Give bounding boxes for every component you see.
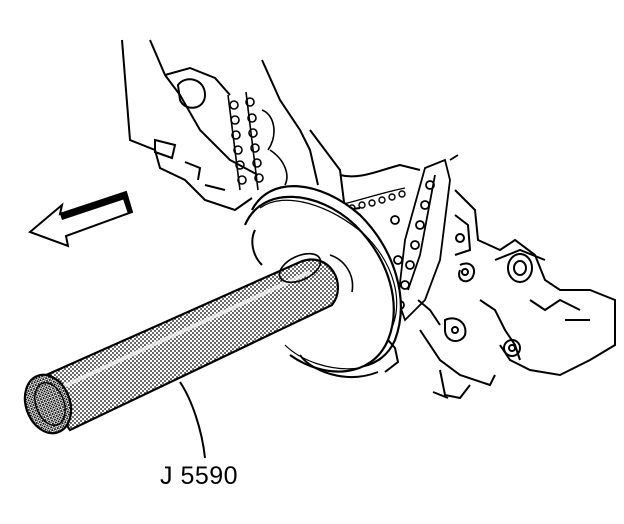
timing-chain — [227, 91, 288, 191]
engine-front-cover — [121, 39, 421, 212]
callout-leader-line — [179, 381, 206, 459]
tool-label: J 5590 — [160, 462, 239, 490]
seal-installer-tool — [23, 252, 339, 435]
direction-arrow-icon — [28, 190, 134, 248]
chain-tensioner — [390, 154, 459, 322]
engine-block-right — [417, 189, 616, 400]
seal-hub — [329, 254, 354, 293]
